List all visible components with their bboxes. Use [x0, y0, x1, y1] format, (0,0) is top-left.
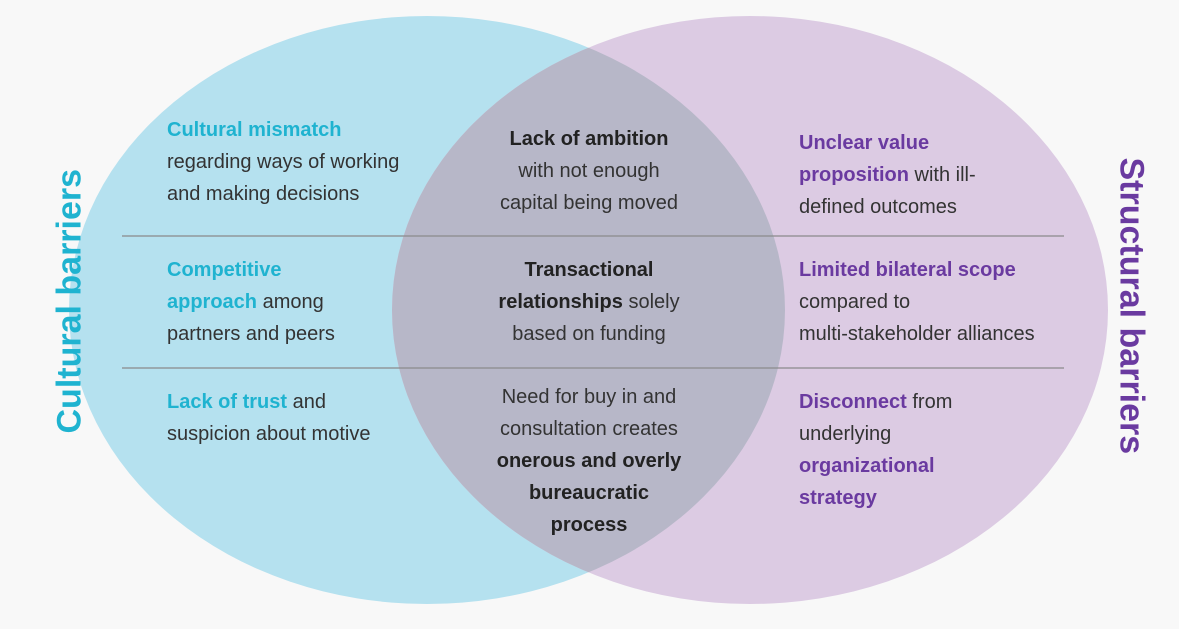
- unclear-value-text: Unclear value proposition with ill- defi…: [799, 127, 976, 223]
- need-for-buy-in-text: Need for buy in and consultation creates…: [449, 381, 729, 541]
- need-for-buy-in-line-2: consultation creates: [500, 418, 678, 440]
- disconnect-text: Disconnect from underlying organizationa…: [799, 386, 952, 514]
- unclear-value-highlight-1: Unclear value: [799, 132, 930, 154]
- competitive-highlight-1: Competitive: [167, 259, 282, 281]
- lack-of-ambition-highlight: Lack of ambition: [509, 128, 669, 150]
- disconnect-line-2: underlying: [799, 423, 892, 445]
- unclear-value-line-3: defined outcomes: [799, 196, 957, 218]
- transactional-inline: solely: [622, 291, 680, 313]
- disconnect-highlight-line-3: organizational: [799, 455, 935, 477]
- disconnect-highlight-line-4: strategy: [799, 487, 877, 509]
- limited-bilateral-highlight: Limited bilateral scope: [799, 259, 1016, 281]
- need-for-buy-in-bold-3: process: [550, 514, 628, 536]
- disconnect-highlight: Disconnect: [799, 391, 907, 413]
- need-for-buy-in-bold-1: onerous and overly: [496, 450, 682, 472]
- need-for-buy-in-bold-2: bureaucratic: [528, 482, 650, 504]
- transactional-highlight-1: Transactional: [524, 259, 654, 281]
- cultural-mismatch-text: Cultural mismatch regarding ways of work…: [167, 114, 399, 210]
- limited-bilateral-line-3: multi-stakeholder alliances: [799, 323, 1035, 345]
- competitive-line-3: partners and peers: [167, 323, 335, 345]
- lack-of-trust-inline: and: [287, 391, 326, 413]
- cultural-mismatch-highlight: Cultural mismatch: [167, 119, 342, 141]
- competitive-approach-text: Competitive approach among partners and …: [167, 254, 335, 350]
- structural-barriers-label: Structural barriers: [1112, 157, 1151, 455]
- limited-bilateral-line-2: compared to: [799, 291, 911, 313]
- cultural-mismatch-line-2: and making decisions: [167, 183, 360, 205]
- lack-of-trust-text: Lack of trust and suspicion about motive: [167, 386, 370, 450]
- overlap-region: [392, 16, 785, 604]
- transactional-highlight-2: relationships: [498, 291, 623, 313]
- lack-of-ambition-text: Lack of ambition with not enough capital…: [449, 123, 729, 219]
- lack-of-trust-highlight: Lack of trust: [167, 391, 288, 413]
- cultural-mismatch-line-1: regarding ways of working: [167, 151, 400, 173]
- unclear-value-highlight-2: proposition: [799, 164, 909, 186]
- need-for-buy-in-line-1: Need for buy in and: [501, 386, 677, 408]
- limited-bilateral-scope-text: Limited bilateral scope compared to mult…: [799, 254, 1035, 350]
- competitive-inline: among: [257, 291, 324, 313]
- lack-of-trust-line-2: suspicion about motive: [167, 423, 371, 445]
- transactional-line-3: based on funding: [512, 323, 666, 345]
- lack-of-ambition-line-2: capital being moved: [500, 192, 678, 214]
- cultural-barriers-label: Cultural barriers: [50, 168, 89, 434]
- transactional-relationships-text: Transactional relationships solely based…: [449, 254, 729, 350]
- disconnect-inline: from: [906, 391, 953, 413]
- unclear-value-inline: with ill-: [908, 164, 976, 186]
- competitive-highlight-2: approach: [167, 291, 258, 313]
- lack-of-ambition-line-1: with not enough: [518, 160, 660, 182]
